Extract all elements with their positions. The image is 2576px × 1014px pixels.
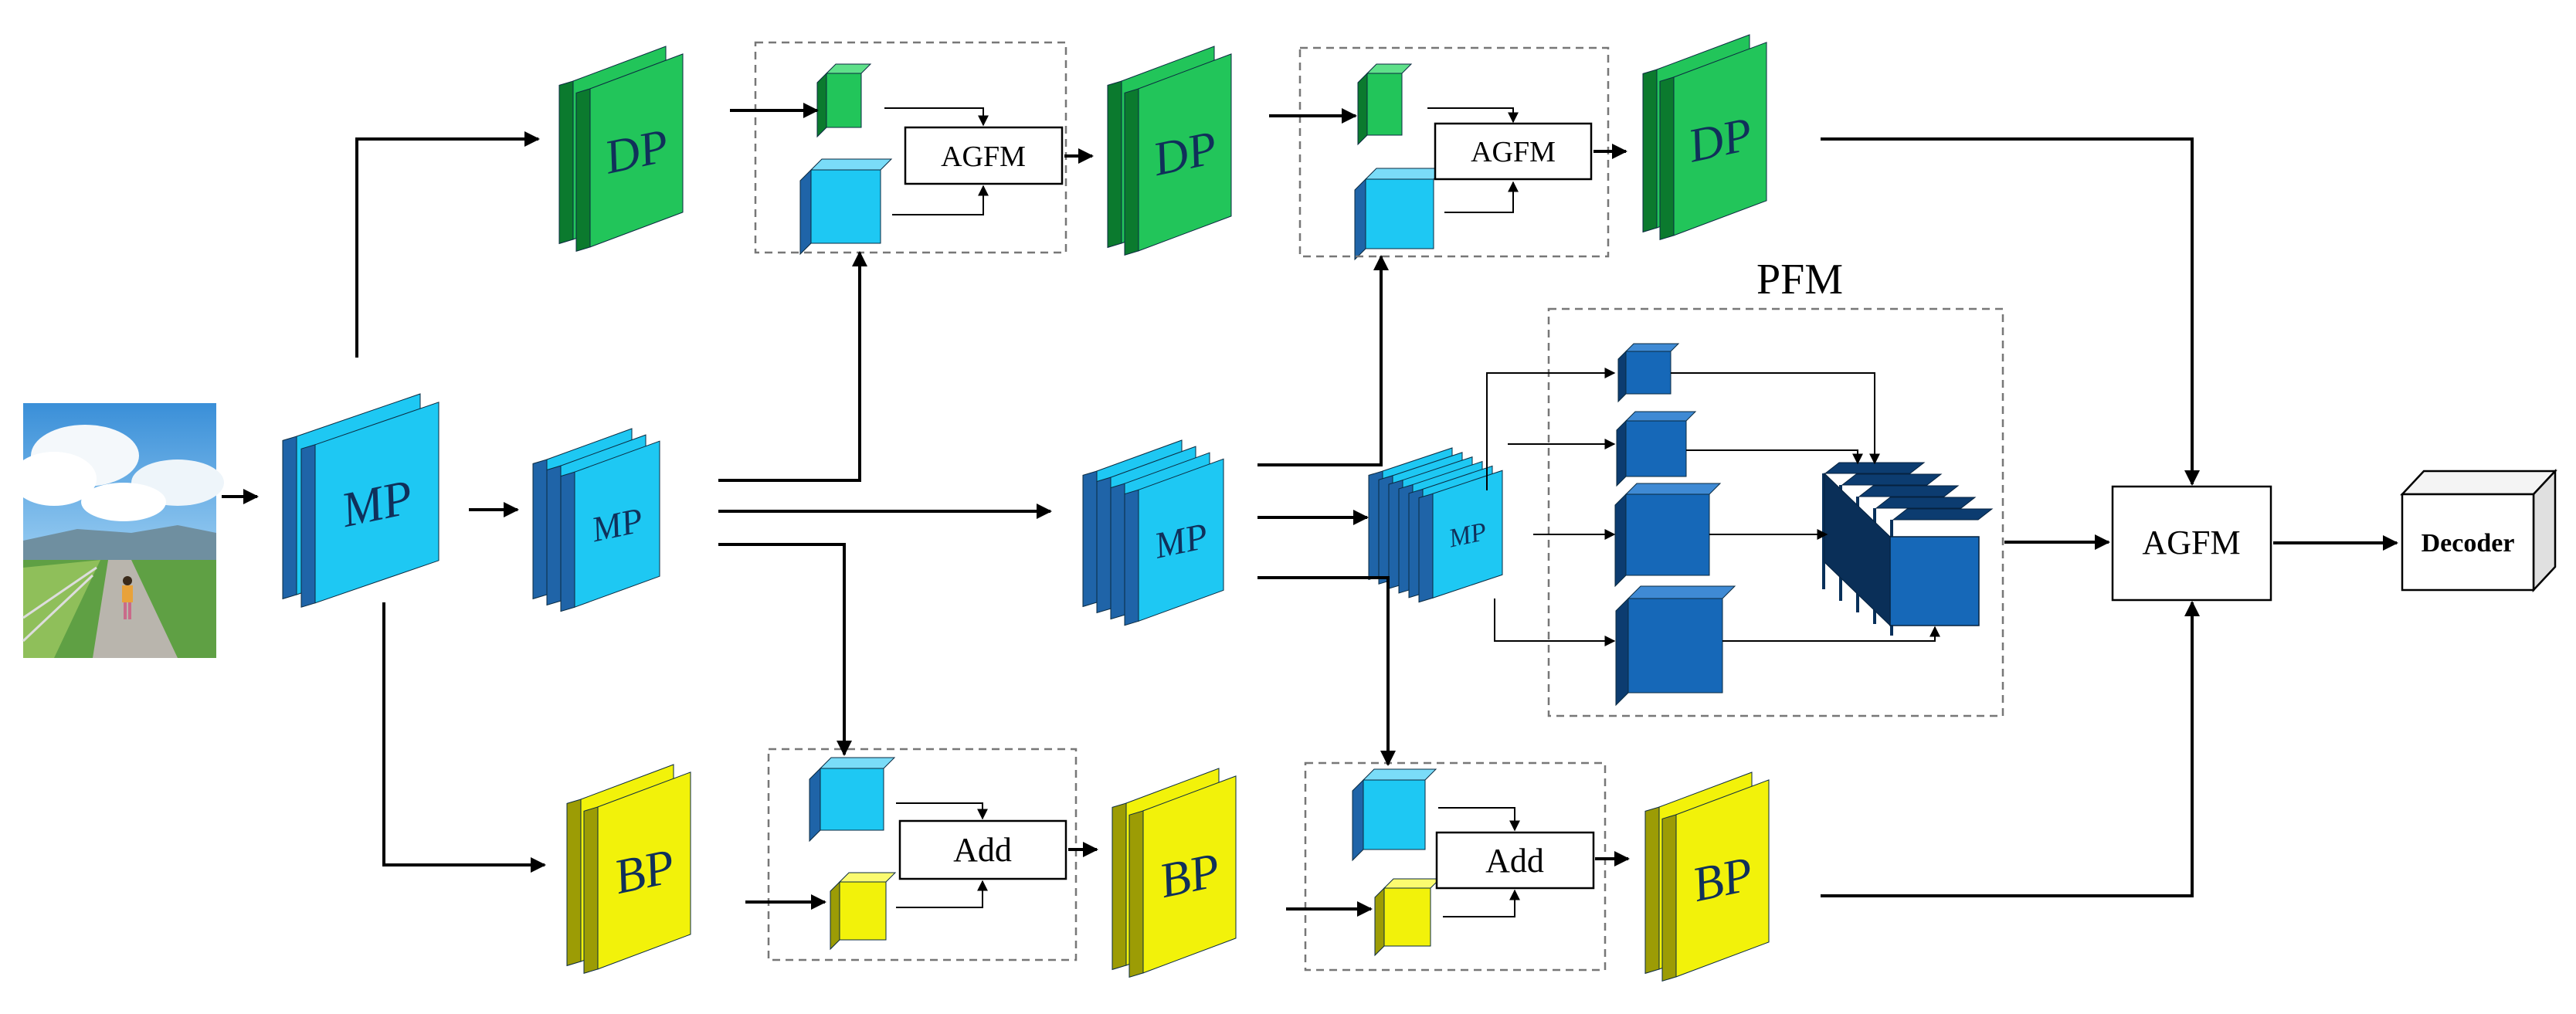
decoder-block [2400,468,2557,593]
connection-arrows [222,103,2398,917]
add2-boundary-cube [1374,878,1441,957]
mp-block-4: MP [1368,447,1503,603]
add-box-2 [1435,831,1595,890]
pfm-pool-cube-3 [1614,483,1722,588]
agfm-final-label: AGFM [2142,524,2240,561]
add-module-box-2 [1304,761,1607,972]
mp-block-1: MP [282,393,440,608]
pfm-title: PFM [1756,256,1843,304]
agfm-box-1 [904,126,1064,185]
add-label-1: Add [953,831,1012,869]
dp-block-3: DP [1642,34,1767,240]
add1-boundary-cube [830,872,897,951]
bp-block-3-label: BP [1688,846,1758,912]
add-label-2: Add [1485,842,1544,880]
agfm-label-1: AGFM [941,141,1026,173]
add-box-1 [898,819,1067,880]
add1-main-cube [809,757,896,843]
bp-block-2: BP [1112,768,1237,978]
dp-block-1: DP [558,46,684,252]
agfm2-main-cube [1354,168,1446,261]
pfm-pool-cube-4 [1615,585,1736,707]
pfm-pool-cube-2 [1616,411,1697,487]
agfm-box-2 [1434,122,1593,181]
dp-block-3-label: DP [1683,108,1757,173]
mp-block-3: MP [1082,439,1224,626]
mp-block-2: MP [532,428,660,612]
agfm-final-box [2111,485,2272,602]
add-module-box-1 [767,748,1078,961]
agfm2-detail-cube [1357,63,1413,146]
bp-block-1: BP [566,764,691,974]
dp-block-2-label: DP [1148,121,1222,186]
pfm-concat-stack [1822,462,1994,636]
agfm-label-2: AGFM [1471,136,1556,168]
bp-block-1-label: BP [609,838,680,904]
bp-block-2-label: BP [1155,842,1225,908]
dp-block-2: DP [1107,46,1232,256]
pfm-module-box [1547,307,2004,717]
agfm-module-box-1 [754,41,1067,254]
pfm-pool-cube-1 [1617,343,1680,403]
bp-block-3: BP [1644,772,1770,982]
dp-block-1-label: DP [599,120,674,185]
add2-main-cube [1352,768,1437,862]
decoder-label: Decoder [2422,529,2515,558]
input-image [12,403,224,658]
agfm1-main-cube [799,158,893,256]
agfm1-detail-cube [816,63,872,138]
